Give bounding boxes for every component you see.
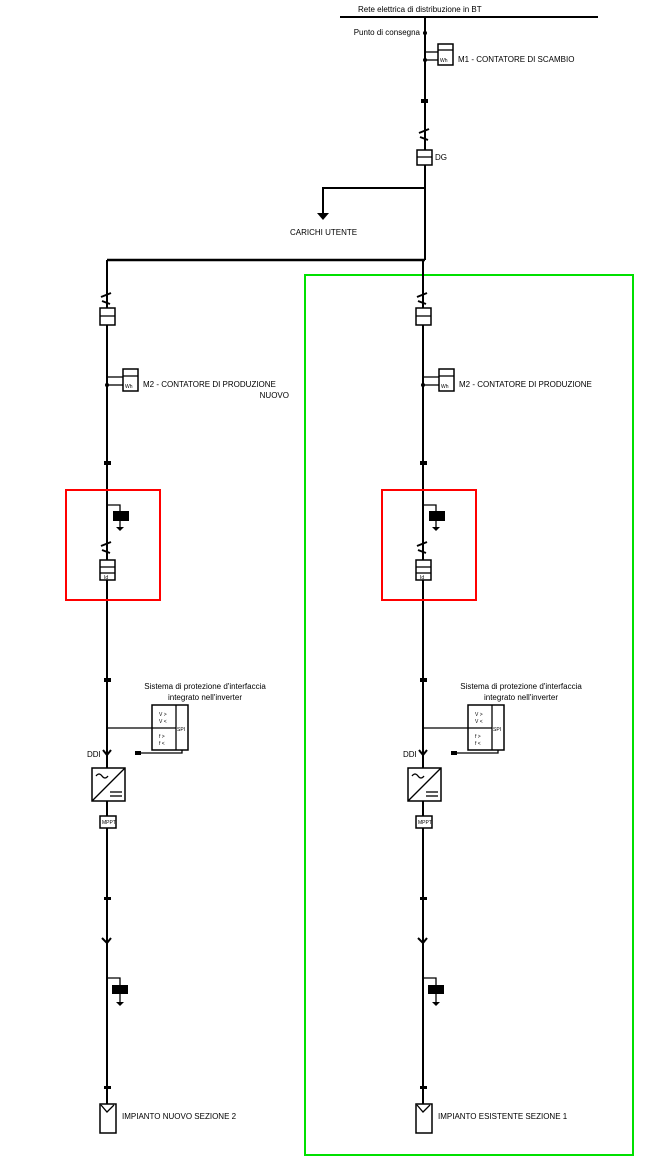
mppt-box	[99, 815, 117, 829]
pv-module-icon	[415, 1103, 433, 1134]
spd-label: SPD	[430, 988, 441, 994]
ac-wave-icon	[95, 773, 109, 779]
arrow-icon	[451, 751, 457, 755]
spi-title: Sistema di protezione d'interfaccia	[144, 682, 266, 691]
meter-m2-box	[438, 368, 455, 392]
spd-box	[429, 511, 445, 521]
delivery-point-label: Punto di consegna	[354, 28, 421, 37]
diagram-mark	[416, 1104, 431, 1113]
highlight-frame	[65, 489, 161, 601]
meter-unit: Wh	[441, 384, 449, 390]
diagram-mark	[100, 1104, 115, 1113]
ground-icon	[432, 527, 440, 531]
spi-trip-line	[137, 750, 183, 754]
spd-link	[423, 977, 437, 985]
differential-breaker-box	[99, 559, 116, 581]
spi-trip-line	[453, 750, 499, 754]
spi-label: SPI	[177, 727, 185, 733]
breaker-icon	[100, 292, 112, 305]
disconnect-mark	[420, 678, 427, 682]
id-label: Id	[104, 575, 108, 581]
spd-box	[428, 985, 444, 994]
breaker-icon	[418, 128, 430, 141]
ddi-label: DDI	[87, 750, 101, 759]
spd-link	[423, 504, 437, 511]
meter-unit: Wh	[440, 58, 448, 64]
breaker-icon	[416, 541, 428, 554]
grid-label: Rete elettrica di distribuzione in BT	[358, 5, 482, 14]
spd-label: SPD	[115, 515, 126, 521]
f-min: f <	[475, 741, 481, 747]
disconnect-mark	[420, 461, 427, 465]
delivery-point-dot	[423, 31, 427, 35]
disconnect-mark	[420, 897, 427, 900]
spd-box	[113, 511, 129, 521]
ground-icon	[116, 1002, 124, 1006]
grid-section: Rete elettrica di distribuzione in BT Pu…	[107, 5, 598, 262]
disconnect-mark	[104, 897, 111, 900]
meter-m2-box	[122, 368, 139, 392]
dc-switch-icon	[417, 937, 428, 945]
plant-label: IMPIANTO NUOVO SEZIONE 2	[122, 1112, 237, 1121]
spd-link	[107, 504, 121, 511]
meter-unit: Wh	[125, 384, 133, 390]
v-max: V >	[159, 712, 167, 718]
f-max: f >	[159, 734, 165, 740]
breaker-icon	[100, 541, 112, 554]
loads-label: CARICHI UTENTE	[290, 228, 357, 237]
mppt-label: MPPT	[418, 820, 432, 826]
meter-m2-label: M2 - CONTATORE DI PRODUZIONE	[459, 380, 592, 389]
ddi-switch-icon	[418, 749, 428, 757]
existing-section-frame	[304, 274, 634, 1156]
disconnect-mark	[104, 461, 111, 465]
mppt-box	[415, 815, 433, 829]
f-max: f >	[475, 734, 481, 740]
id-label: Id	[420, 575, 424, 581]
dc-switch-icon	[101, 937, 112, 945]
ddi-label: DDI	[403, 750, 417, 759]
pv-module-icon	[99, 1103, 117, 1134]
ground-icon	[116, 527, 124, 531]
meter-m1: Wh	[423, 43, 454, 66]
f-min: f <	[159, 741, 165, 747]
differential-breaker-box	[415, 559, 432, 581]
branch-new-section-2: Wh M2 - CONTATORE DI PRODUZIONE NUOVO SPD Id…	[65, 260, 289, 1134]
spi-label: SPI	[493, 727, 501, 733]
v-min: V <	[475, 719, 483, 725]
plant-label: IMPIANTO ESISTENTE SEZIONE 1	[438, 1112, 568, 1121]
dg-label: DG	[435, 153, 447, 162]
breaker-icon	[416, 292, 428, 305]
ac-wave-icon	[411, 773, 425, 779]
mppt-label: MPPT	[102, 820, 116, 826]
spi-title-line2: integrato nell'inverter	[168, 693, 242, 702]
arrow-icon	[135, 751, 141, 755]
spd-link	[107, 977, 121, 985]
spd-box	[112, 985, 128, 994]
meter-m2-label-line2: NUOVO	[260, 391, 289, 400]
v-min: V <	[159, 719, 167, 725]
spi-title-line2: integrato nell'inverter	[484, 693, 558, 702]
ground-icon	[432, 1002, 440, 1006]
diagram-mark	[407, 767, 442, 802]
disconnect-mark	[421, 99, 428, 103]
v-max: V >	[475, 712, 483, 718]
disconnect-mark	[420, 1086, 427, 1089]
loads-line	[322, 187, 425, 214]
meter-m2-label: M2 - CONTATORE DI PRODUZIONE	[143, 380, 276, 389]
spi-title: Sistema di protezione d'interfaccia	[460, 682, 582, 691]
loads-arrow-icon	[317, 213, 329, 220]
meter-m1-label: M1 - CONTATORE DI SCAMBIO	[458, 55, 574, 64]
spd-label: SPD	[114, 988, 125, 994]
disconnect-mark	[104, 678, 111, 682]
branch-existing-section-1: Wh M2 - CONTATORE DI PRODUZIONE SPD IdSiste…	[381, 260, 592, 1134]
spd-label: SPD	[431, 515, 442, 521]
disconnect-mark	[104, 1086, 111, 1089]
ddi-switch-icon	[102, 749, 112, 757]
diagram-mark	[91, 767, 126, 802]
highlight-frame	[381, 489, 477, 601]
